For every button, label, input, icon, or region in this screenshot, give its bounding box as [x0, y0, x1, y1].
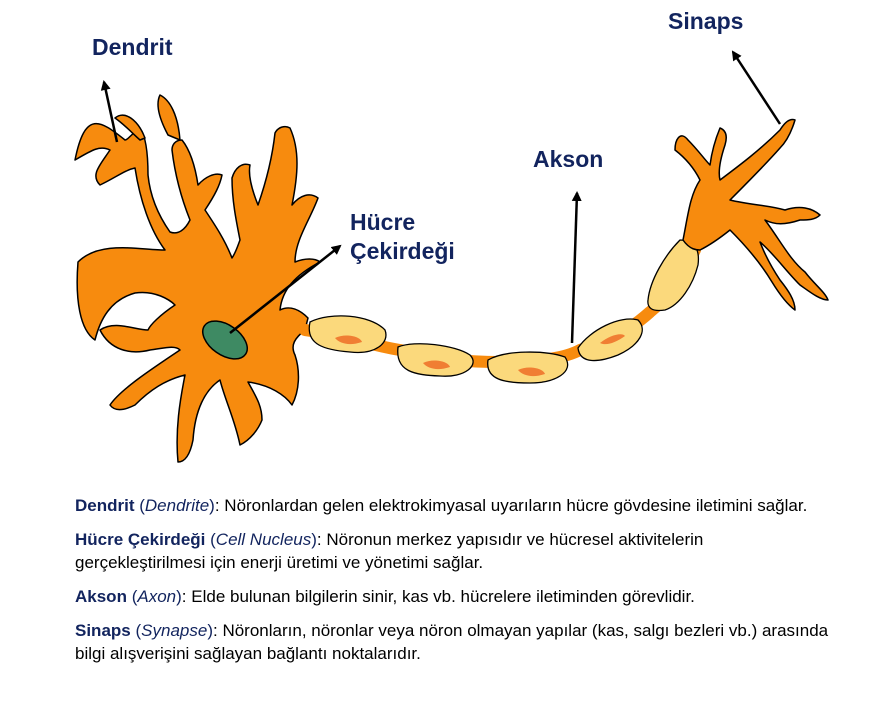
axon-label: Akson — [533, 146, 604, 172]
label-arrows — [100, 50, 782, 344]
myelin-nuclei — [335, 334, 625, 377]
definition-text: : Elde bulunan bilgilerin sinir, kas vb.… — [181, 587, 695, 606]
definition-text: : Nöronun merkez yapısıdır ve hücresel a… — [75, 530, 704, 572]
nucleus-label-line1: Hücre — [350, 209, 416, 235]
dendrite-arrow — [100, 80, 119, 143]
nucleus-label: Hücre Çekirdeği — [350, 208, 455, 266]
definition-axon: Akson (Axon): Elde bulunan bilgilerin si… — [75, 587, 695, 606]
synapse-label: Sinaps — [668, 8, 744, 34]
nucleus-label-line2: Çekirdeği — [350, 238, 455, 264]
neuron-diagram — [74, 50, 829, 463]
definition-term: Sinaps — [75, 621, 131, 640]
definition-text: : Nöronlardan gelen elektrokimyasal uyar… — [214, 496, 808, 515]
definition-nucleus: Hücre Çekirdeği (Cell Nucleus): Nöronun … — [75, 530, 704, 572]
definition-synapse: Sinaps (Synapse): Nöronların, nöronlar v… — [75, 621, 829, 663]
definition-english: Synapse — [141, 621, 208, 640]
dendrite-label: Dendrit — [92, 34, 173, 60]
axon-arrow — [570, 191, 582, 344]
definition-term: Hücre Çekirdeği — [75, 530, 206, 549]
definitions-list: Dendrit (Dendrite): Nöronlardan gelen el… — [75, 494, 835, 676]
definition-term: Dendrit — [75, 496, 135, 515]
cell-nucleus — [202, 320, 248, 360]
definition-english: Cell Nucleus — [215, 530, 312, 549]
definition-english: Dendrite — [144, 496, 210, 515]
synapse-arrow — [731, 50, 782, 125]
neuron-cell-body — [74, 94, 321, 463]
definition-term: Akson — [75, 587, 127, 606]
definition-dendrite: Dendrit (Dendrite): Nöronlardan gelen el… — [75, 496, 808, 515]
definition-english: Axon — [137, 587, 177, 606]
definition-text: : Nöronların, nöronlar veya nöron olmaya… — [75, 621, 829, 663]
axon-terminal — [674, 118, 829, 311]
nucleus-arrow — [229, 244, 342, 334]
